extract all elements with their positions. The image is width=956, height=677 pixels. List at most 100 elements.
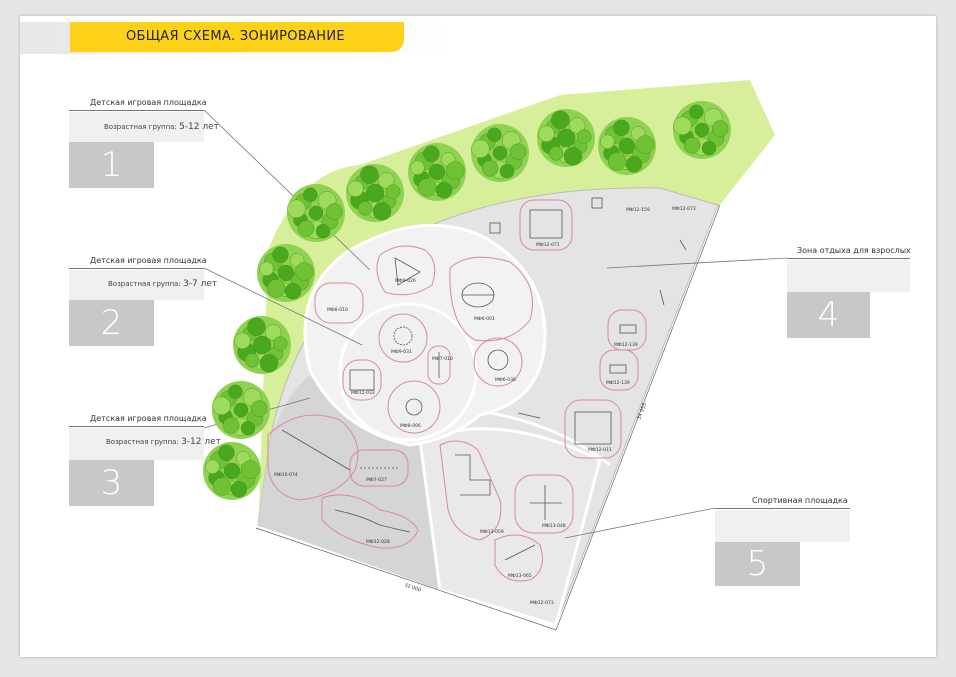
tree-leaf-clump [446, 161, 465, 180]
zone-3-box [69, 428, 204, 460]
label-mf6-001: МФ6-001 [474, 316, 495, 322]
tree-leaf-clump [273, 336, 288, 351]
tree-leaf-clump [694, 122, 710, 138]
zone-1-label: Детская игровая площадка [90, 98, 207, 107]
leader-zone-5 [564, 507, 716, 539]
tree-leaf-clump [233, 402, 249, 418]
zone-3-label: Детская игровая площадка [90, 414, 207, 423]
mf7-027-pad [349, 449, 409, 487]
mf6-036-glyph [487, 349, 509, 371]
tree-leaf-clump [551, 110, 570, 130]
mf8-006-glyph [405, 398, 423, 416]
zone-4-label: Зона отдыха для взрослых [797, 246, 911, 255]
zone-3-number: 3 [69, 460, 154, 506]
tree-leaf-clump [482, 160, 499, 177]
dimension-right [555, 204, 721, 631]
tree-leaf-clump [577, 129, 592, 144]
mf12-011-pad [564, 399, 622, 459]
zone-5-label: Спортивная площадка [752, 496, 848, 505]
tree-leaf-clump [636, 135, 655, 154]
tree-leaf-clump [701, 140, 717, 156]
mf12-139a-glyph [619, 324, 637, 334]
bench-2 [659, 289, 665, 306]
mf10-074-pad [267, 414, 359, 501]
mf12-028-glyph [334, 509, 411, 533]
zone-4-number: 4 [787, 292, 870, 338]
tree-leaf-clump [298, 220, 315, 237]
tree-leaf-clump [418, 178, 437, 197]
mf12-033-glyph [349, 369, 375, 391]
mf9-031-glyph [393, 326, 413, 346]
zone-1-age-prefix: Возрастная группа: [104, 123, 177, 131]
tree-leaf-clump [492, 145, 508, 161]
mf12-033-pad [342, 359, 382, 401]
tree-cluster [673, 101, 731, 159]
tree-leaf-clump [618, 137, 636, 155]
mf6-036-pad [473, 337, 523, 387]
tree-leaf-clump [563, 146, 583, 166]
tree-leaf-clump [423, 145, 440, 163]
equipment-glyphs [281, 197, 687, 561]
label-mf9-031: МФ9-031 [391, 349, 412, 355]
zone-2-line [69, 268, 204, 269]
equipment-outlines [267, 199, 647, 582]
title-bar [70, 22, 404, 52]
tree-leaf-clump [222, 417, 240, 434]
mf13-059-pad [439, 440, 502, 541]
tree-leaf-clump [259, 354, 279, 373]
leader-zone-2 [203, 267, 363, 346]
dimension-right-label: 34 955 [636, 402, 648, 420]
tree-cluster [537, 109, 595, 167]
mf9-026-glyph [394, 257, 421, 286]
tree-cluster [233, 316, 291, 374]
mf13-048-pad [514, 474, 574, 534]
zone-1-age: Возрастная группа: 5-12 лет [104, 122, 219, 132]
mf13-065-glyph [504, 544, 536, 561]
bin-1 [489, 222, 501, 234]
zone-1-age-value: 5-12 лет [179, 122, 219, 132]
mf9-026-pad [376, 245, 436, 296]
tree-leaf-clump [410, 160, 425, 176]
tree-leaf-clump [212, 396, 231, 415]
tree-leaf-clump [712, 120, 729, 137]
tree-leaf-clump [244, 353, 260, 368]
tree-leaf-clump [223, 462, 241, 480]
mf13-065-pad [494, 534, 543, 582]
tree-leaf-clump [308, 205, 324, 221]
label-mf12-139a: МФ12-139 [614, 342, 638, 348]
mf12-071-pad [519, 199, 573, 251]
tree-leaf-clump [487, 127, 502, 143]
tree-leaf-clump [234, 332, 251, 349]
mf12-139b-glyph [609, 364, 627, 374]
mf9-031-pad [378, 313, 428, 363]
label-mf13-059: МФ13-059 [480, 529, 504, 535]
label-mf8-010: МФ8-010 [327, 307, 348, 313]
tree-leaf-clump [259, 261, 274, 276]
tree-leaf-clump [689, 104, 704, 120]
mf8-010-pad [314, 282, 364, 324]
zone-5-area [418, 427, 602, 627]
tree-leaf-clump [613, 119, 630, 137]
label-mf12-033: МФ12-033 [351, 390, 375, 396]
tree-leaf-clump [435, 181, 453, 199]
zone-3-age-value: 3-12 лет [181, 437, 221, 447]
zone-2-label: Детская игровая площадка [90, 256, 207, 265]
label-mf6-036: МФ6-036 [495, 377, 516, 383]
tree-cluster [598, 117, 656, 175]
bench-3 [517, 412, 541, 419]
tree-cluster [287, 184, 345, 242]
mf13-048-glyph [530, 485, 562, 520]
tree-leaf-clump [326, 203, 343, 220]
mf12-139b-pad [599, 349, 639, 391]
bin-2 [591, 197, 603, 209]
mf12-011-glyph [574, 411, 612, 445]
page-title: ОБЩАЯ СХЕМА. ЗОНИРОВАНИЕ [126, 29, 345, 44]
label-mf7-027: МФ7-027 [366, 477, 387, 483]
tree-leaf-clump [212, 477, 232, 496]
zone-1-line [69, 110, 204, 111]
mf6-001-pad [449, 256, 533, 342]
tree-leaf-clump [272, 246, 289, 264]
dimension-lines [255, 204, 721, 631]
mf7-010-pad [427, 345, 451, 385]
tree-leaf-clump [287, 199, 306, 219]
